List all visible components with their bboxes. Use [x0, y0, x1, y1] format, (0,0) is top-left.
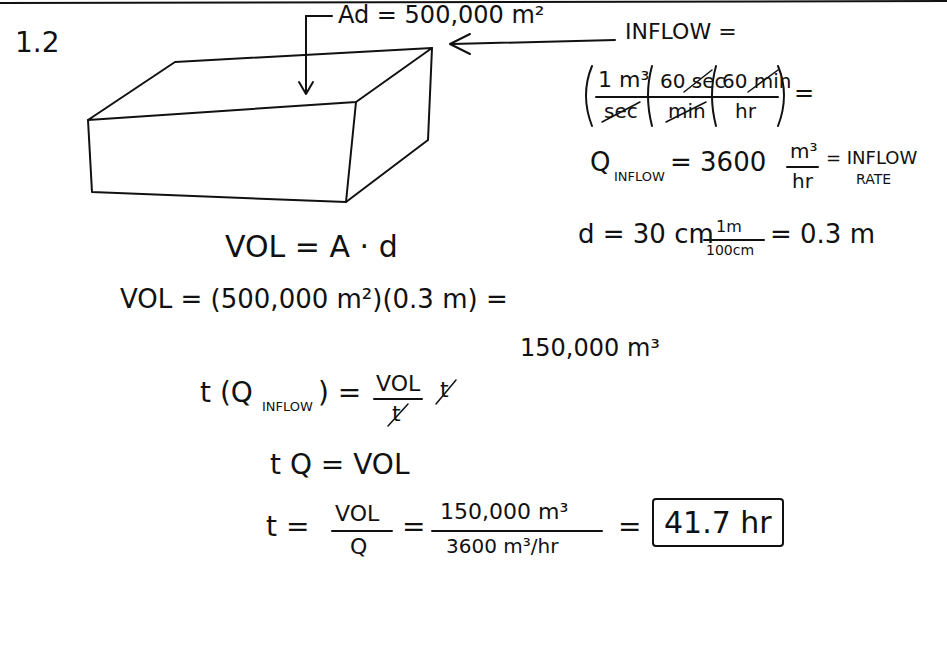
answer-box: 41.7 hr [652, 498, 784, 547]
handwritten-note: 150,000 m³ [520, 335, 660, 361]
handwritten-note: m³ [790, 140, 818, 162]
handwritten-note: 60 sec [660, 70, 726, 92]
handwritten-note: min [668, 100, 706, 122]
paren [586, 66, 592, 126]
handwritten-note: 3600 m³/hr [446, 535, 558, 557]
handwritten-note: hr [735, 100, 756, 122]
handwritten-note: INFLOW [614, 170, 665, 184]
fraction-bar [332, 530, 392, 532]
handwritten-note: RATE [856, 172, 891, 187]
handwritten-note: t [392, 402, 401, 426]
handwritten-note: Q [350, 535, 367, 559]
fraction-bar [432, 530, 602, 532]
basin-top [88, 48, 432, 120]
handwritten-note: 60 min [722, 70, 792, 92]
handwritten-note: = [618, 512, 641, 543]
handwritten-note: t Q = VOL [270, 450, 409, 481]
fraction-bar [787, 166, 818, 168]
handwritten-note: = [794, 80, 814, 106]
handwritten-note: VOL [335, 502, 379, 526]
handwritten-note: t [440, 378, 449, 402]
handwritten-note: VOL = A · d [225, 230, 398, 263]
fraction-bar [596, 96, 778, 98]
handwritten-note: 1 m³ [598, 68, 649, 92]
handwritten-note: 100cm [706, 243, 754, 258]
answer-text: 41.7 hr [664, 506, 772, 539]
handwritten-note: t (Q [200, 378, 253, 409]
handwritten-note: hr [792, 170, 813, 192]
handwritten-note: Q [590, 148, 610, 177]
handwritten-note: = INFLOW [826, 148, 917, 168]
inflow-arrow [452, 40, 615, 44]
handwritten-note: 150,000 m³ [440, 500, 568, 524]
handwritten-note: INFLOW = [625, 20, 737, 44]
handwritten-note: = 0.3 m [770, 220, 875, 249]
handwritten-note: INFLOW [262, 400, 313, 414]
handwritten-note: ) = [318, 378, 361, 409]
handwritten-note: d = 30 cm [578, 220, 714, 249]
basin-side [346, 48, 432, 202]
handwritten-note: Ad = 500,000 m² [338, 2, 544, 28]
basin-front [88, 102, 356, 202]
leader-dash [306, 15, 332, 17]
handwritten-note: 1m [716, 218, 742, 236]
handwritten-note: t = [266, 512, 309, 543]
handwritten-note: 1.2 [15, 28, 60, 59]
handwritten-note: VOL [376, 372, 420, 396]
inflow-head [450, 34, 470, 54]
handwritten-note: = [402, 512, 425, 543]
handwritten-note: = 3600 [670, 148, 766, 177]
fraction-bar [374, 398, 422, 400]
leader-line [305, 16, 307, 92]
handwritten-note: sec [604, 100, 638, 122]
leader-head [299, 82, 313, 94]
handwritten-note: VOL = (500,000 m²)(0.3 m) = [120, 285, 508, 314]
